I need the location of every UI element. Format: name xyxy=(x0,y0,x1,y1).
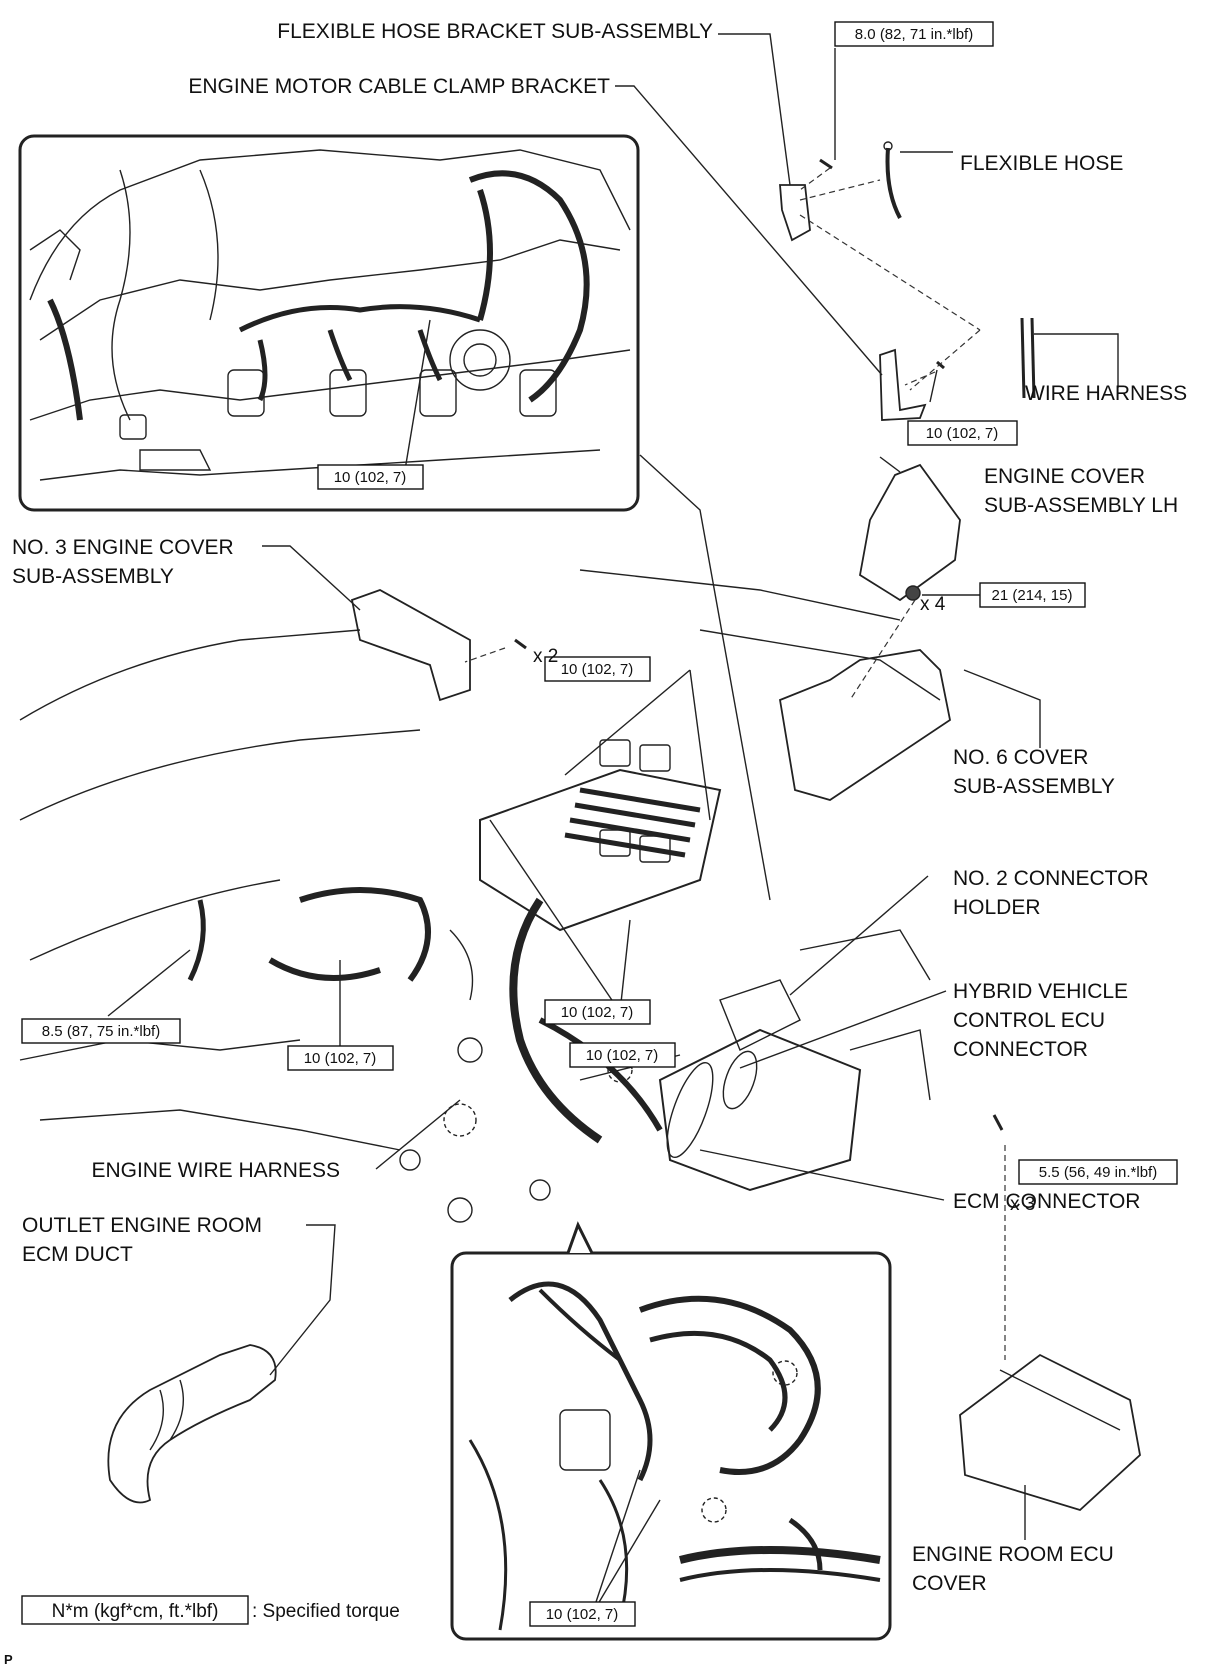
multiplier-x4: x 4 xyxy=(920,594,946,615)
torque-legend: N*m (kgf*cm, ft.*lbf) : Specified torque xyxy=(21,1595,400,1625)
label-hv-ecu-connector-line1: HYBRID VEHICLE xyxy=(953,980,1128,1003)
leader-lines xyxy=(107,33,1119,1615)
label-no3-engine-cover-line2: SUB-ASSEMBLY xyxy=(12,565,174,588)
multiplier-x3: x 3 xyxy=(1010,1194,1035,1215)
torque-value-bracket-bolt: 8.0 (82, 71 in.*lbf) xyxy=(855,26,973,43)
torque-value-center-top: 10 (102, 7) xyxy=(561,661,634,678)
label-ecm-connector: ECM CONNECTOR xyxy=(953,1190,1140,1213)
multiplier-x2: x 2 xyxy=(533,646,558,667)
legend-description: : Specified torque xyxy=(252,1601,400,1622)
bottom-inset-frame xyxy=(450,1251,892,1641)
quantity-multipliers: x 2 x 4 x 3 xyxy=(533,594,1035,1215)
torque-value-left-10: 10 (102, 7) xyxy=(304,1050,377,1067)
label-no6-cover-line2: SUB-ASSEMBLY xyxy=(953,775,1115,798)
top-inset-frame xyxy=(18,134,640,512)
legend-box-text: N*m (kgf*cm, ft.*lbf) xyxy=(52,1601,219,1622)
label-flexible-hose-bracket: FLEXIBLE HOSE BRACKET SUB-ASSEMBLY xyxy=(277,20,713,43)
label-wire-harness: WIRE HARNESS xyxy=(1025,382,1187,405)
label-engine-motor-cable-clamp-bracket: ENGINE MOTOR CABLE CLAMP BRACKET xyxy=(188,75,610,98)
legend-box xyxy=(21,1595,249,1625)
torque-value-cover-lh: 21 (214, 15) xyxy=(992,587,1073,604)
torque-box-center-mid xyxy=(544,999,651,1025)
torque-box-cover-lh xyxy=(979,582,1086,608)
torque-box-bracket-bolt xyxy=(834,21,994,47)
top-inset-engine-sketch xyxy=(29,149,631,481)
torque-box-center-low xyxy=(569,1042,676,1068)
label-no3-engine-cover-line1: NO. 3 ENGINE COVER xyxy=(12,536,234,559)
exploded-parts xyxy=(107,141,1141,1512)
torque-box-inset-bottom xyxy=(529,1601,636,1627)
torque-box-center-top xyxy=(544,656,651,682)
label-engine-cover-lh-line2: SUB-ASSEMBLY LH xyxy=(984,494,1178,517)
torque-box-clamp-bracket xyxy=(907,420,1018,446)
torque-value-clamp-bracket: 10 (102, 7) xyxy=(926,425,999,442)
label-outlet-duct-line1: OUTLET ENGINE ROOM xyxy=(22,1214,262,1237)
label-no6-cover-line1: NO. 6 COVER xyxy=(953,746,1088,769)
part-labels: FLEXIBLE HOSE BRACKET SUB-ASSEMBLY ENGIN… xyxy=(12,20,1187,1595)
torque-box-left-10 xyxy=(287,1045,394,1071)
label-flexible-hose: FLEXIBLE HOSE xyxy=(960,152,1123,175)
torque-value-center-mid: 10 (102, 7) xyxy=(561,1004,634,1021)
torque-value-center-low: 10 (102, 7) xyxy=(586,1047,659,1064)
label-ecu-cover-line2: COVER xyxy=(912,1572,987,1595)
label-no2-connector-holder-line2: HOLDER xyxy=(953,896,1041,919)
label-outlet-duct-line2: ECM DUCT xyxy=(22,1243,133,1266)
torque-value-left-85: 8.5 (87, 75 in.*lbf) xyxy=(42,1023,160,1040)
label-engine-wire-harness: ENGINE WIRE HARNESS xyxy=(91,1159,340,1182)
label-hv-ecu-connector-line2: CONTROL ECU xyxy=(953,1009,1105,1032)
torque-value-inset-bottom: 10 (102, 7) xyxy=(546,1606,619,1623)
bottom-inset-sketch xyxy=(468,1281,881,1631)
engine-line-art xyxy=(18,134,1141,1641)
torque-box-left-85 xyxy=(21,1018,181,1044)
footer-code: P xyxy=(4,1652,13,1667)
torque-box-inset-top xyxy=(317,464,424,490)
dashed-explode-lines xyxy=(464,167,1006,1360)
torque-value-inset-top: 10 (102, 7) xyxy=(334,469,407,486)
torque-value-ecu-cover: 5.5 (56, 49 in.*lbf) xyxy=(1039,1164,1157,1181)
label-no2-connector-holder-line1: NO. 2 CONNECTOR xyxy=(953,867,1149,890)
torque-specs xyxy=(21,21,1178,1627)
label-engine-cover-lh-line1: ENGINE COVER xyxy=(984,465,1145,488)
torque-values: 8.0 (82, 71 in.*lbf) 10 (102, 7) 10 (102… xyxy=(42,26,1157,1623)
label-hv-ecu-connector-line3: CONNECTOR xyxy=(953,1038,1088,1061)
main-engine-sketch xyxy=(19,569,941,1223)
torque-box-ecu-cover xyxy=(1018,1159,1178,1185)
label-ecu-cover-line1: ENGINE ROOM ECU xyxy=(912,1543,1114,1566)
